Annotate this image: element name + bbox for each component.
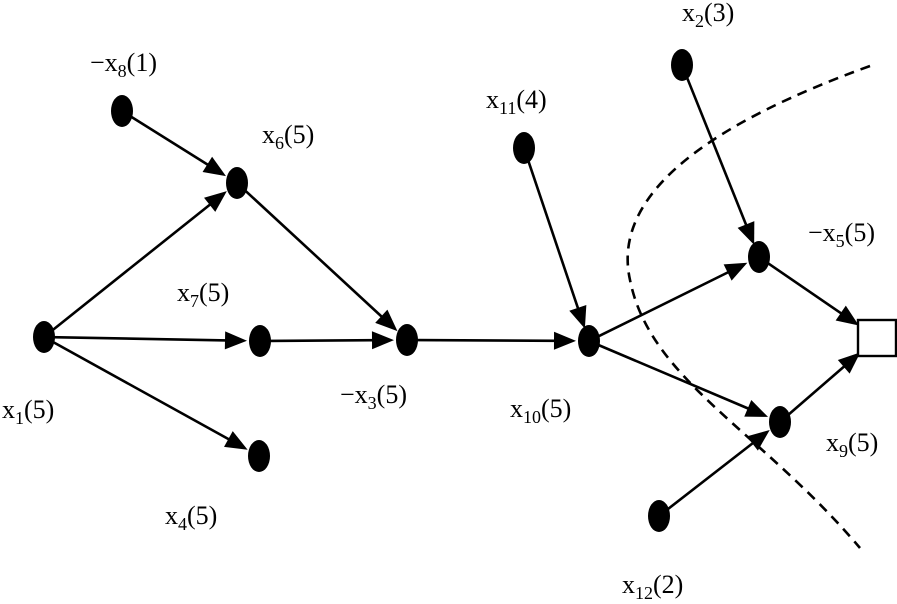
node-x4 [248, 440, 270, 472]
label-subscript: 7 [190, 291, 199, 311]
arrowhead-x9-to-sink [837, 352, 861, 374]
edge-x11-to-x10 [525, 155, 580, 311]
label-subscript: 10 [523, 407, 541, 427]
arrowhead-x1-to-x4 [224, 431, 248, 450]
edge-x1-to-x6 [49, 202, 213, 334]
edge-x1-to-x7 [51, 335, 228, 342]
label-subscript: 8 [117, 61, 127, 81]
arrowhead-x1-to-x7 [224, 331, 248, 350]
label-x7: x7(5) [177, 278, 230, 311]
node-x11 [513, 132, 535, 164]
node-x2 [671, 49, 693, 81]
label-subscript: 1 [15, 408, 24, 428]
label-var: x [177, 278, 190, 307]
node-x5 [748, 241, 770, 273]
label-x12: x12(2) [622, 570, 684, 603]
label-subscript: 6 [275, 133, 284, 153]
node-x1 [33, 321, 55, 353]
arrowhead-x5-to-sink [835, 305, 859, 326]
sink-square [856, 318, 897, 358]
node-x8 [111, 95, 133, 127]
label-var: x [104, 48, 118, 77]
edge-x8-to-x6 [128, 114, 210, 167]
arrowhead-x6-to-x3 [375, 309, 398, 332]
label-x9: x9(5) [826, 428, 879, 461]
label-weight: (5) [848, 428, 879, 457]
arrowhead-x2-to-x5 [737, 221, 755, 245]
label-x2: x2(3) [682, 0, 734, 30]
label-subscript: 4 [178, 514, 187, 534]
label-var: x [165, 501, 178, 530]
arrowhead-x12-to-x9 [746, 429, 770, 451]
edge-x3-to-x10 [414, 338, 557, 343]
arrowhead-x7-to-x3 [371, 331, 395, 350]
label-x4: x4(5) [165, 501, 218, 534]
label-var: x [822, 218, 836, 247]
arrowhead-x1-to-x6 [204, 191, 227, 212]
label-weight: (3) [704, 0, 735, 27]
arrowhead-x11-to-x10 [569, 304, 587, 329]
label-weight: (2) [653, 570, 684, 599]
label-var: x [486, 85, 499, 114]
edge-x6-to-x3 [241, 187, 384, 319]
label-prefix: − [808, 218, 823, 247]
edge-x5-to-sink [764, 260, 844, 316]
edge-x7-to-x3 [267, 338, 375, 343]
edge-x10-to-x9 [595, 342, 751, 411]
label-x6: x6(5) [262, 120, 315, 153]
label-x10: x10(5) [510, 394, 572, 427]
label-var: x [826, 428, 839, 457]
node-x12 [648, 500, 670, 532]
arrowhead-x8-to-x6 [202, 156, 226, 177]
label-weight: (1) [126, 48, 157, 77]
node-x10 [578, 325, 600, 357]
label-weight: (5) [376, 380, 407, 409]
label-var: x [622, 570, 635, 599]
edge-x9-to-sink [785, 364, 847, 418]
label-weight: (5) [199, 278, 230, 307]
label-subscript: 3 [367, 393, 377, 413]
node-x9 [769, 406, 791, 438]
edge-x12-to-x9 [664, 441, 755, 513]
label-subscript: 11 [499, 98, 517, 118]
nodes-layer [33, 49, 791, 532]
node-x6 [226, 167, 248, 199]
cut-dashed-curve [626, 64, 871, 549]
label-x5: −x5(5) [808, 218, 875, 251]
label-weight: (5) [24, 395, 55, 424]
label-var: x [510, 394, 523, 423]
label-var: x [262, 120, 275, 149]
label-x3: −x3(5) [340, 380, 407, 413]
arrowhead-x10-to-x9 [744, 400, 769, 417]
label-var: x [2, 395, 15, 424]
label-x1: x1(5) [2, 395, 55, 428]
arrowhead-x10-to-x5 [723, 262, 748, 281]
edge-x10-to-x5 [595, 270, 730, 339]
edge-x1-to-x4 [50, 339, 231, 442]
label-var: x [354, 380, 368, 409]
label-subscript: 5 [835, 231, 845, 251]
node-x3 [396, 324, 418, 356]
label-x11: x11(4) [486, 85, 547, 118]
label-var: x [682, 0, 695, 27]
edge-x2-to-x5 [683, 71, 748, 227]
label-weight: (5) [187, 501, 218, 530]
label-weight: (5) [284, 120, 315, 149]
label-subscript: 9 [839, 441, 848, 461]
label-prefix: − [90, 48, 105, 77]
arrowhead-x3-to-x10 [553, 331, 577, 350]
label-weight: (4) [516, 85, 547, 114]
label-weight: (5) [844, 218, 875, 247]
label-prefix: − [340, 380, 355, 409]
label-weight: (5) [541, 394, 572, 423]
label-subscript: 2 [695, 11, 704, 31]
label-x8: −x8(1) [90, 48, 157, 81]
edges-layer [49, 71, 861, 513]
node-x7 [249, 325, 271, 357]
label-subscript: 12 [635, 583, 653, 603]
